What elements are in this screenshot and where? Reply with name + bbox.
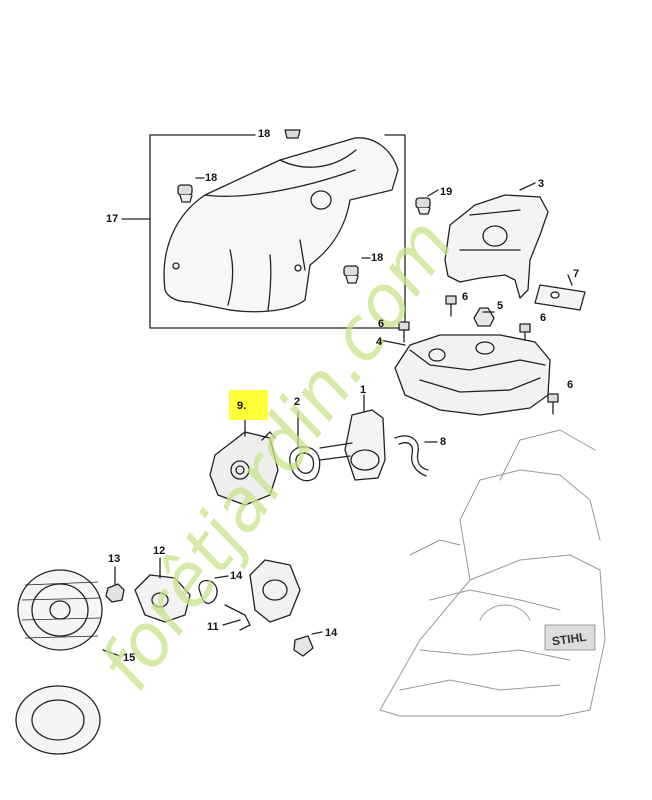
chainsaw-outline (379, 429, 606, 717)
bracket-part-3 (444, 194, 549, 299)
callout-12: 12 (153, 545, 166, 557)
hose-part-8 (394, 435, 429, 477)
callout-6-b: 6 (540, 312, 547, 324)
callout-6-c: 6 (378, 318, 385, 330)
callout-17: 17 (106, 213, 119, 225)
screw-6-b (398, 321, 410, 343)
callout-4: 4 (376, 336, 383, 348)
carburetor-part-9 (209, 431, 279, 506)
grommet-18-right (343, 265, 359, 284)
callout-3: 3 (538, 178, 545, 190)
callout-2: 2 (294, 396, 301, 408)
callout-7: 7 (573, 268, 580, 280)
callout-15: 15 (123, 652, 136, 664)
air-filter-part-15-second (15, 685, 101, 755)
nut-part-13 (105, 583, 125, 603)
grommet-19 (415, 197, 431, 215)
brand-plate-text: STIHL (551, 630, 587, 649)
part-9-highlight (229, 390, 268, 420)
air-filter-part-15 (17, 569, 103, 651)
callout-18-top: 18 (258, 128, 271, 140)
callout-18-left: 18 (205, 172, 218, 184)
callout-19: 19 (440, 186, 453, 198)
plug-part-5 (473, 307, 495, 327)
callout-11: 11 (207, 621, 219, 633)
bracket-part-12 (134, 574, 191, 623)
gasket-part-14-b (293, 635, 314, 657)
callout-14-a: 14 (230, 570, 243, 582)
callout-18-right: 18 (371, 252, 384, 264)
callout-1: 1 (360, 384, 367, 396)
grommet-18-left (177, 184, 193, 203)
callout-9: 9. (237, 400, 247, 412)
callout-13: 13 (108, 553, 121, 565)
callout-8: 8 (440, 436, 447, 448)
callout-6-a: 6 (462, 291, 469, 303)
gasket-part-14-a (198, 579, 218, 604)
shroud-cover-part (163, 137, 399, 313)
housing-part-4 (394, 334, 551, 416)
screw-6-d (547, 393, 559, 415)
callout-5: 5 (497, 300, 504, 312)
plate-part-7 (534, 274, 586, 311)
callout-6-d: 6 (567, 379, 574, 391)
intake-manifold-part-1 (319, 409, 386, 481)
callout-14-b: 14 (325, 627, 338, 639)
adapter-part-11 (224, 559, 301, 631)
gasket-part-2 (289, 446, 321, 482)
screw-6-a (445, 295, 457, 317)
grommet-18-top (284, 129, 301, 139)
